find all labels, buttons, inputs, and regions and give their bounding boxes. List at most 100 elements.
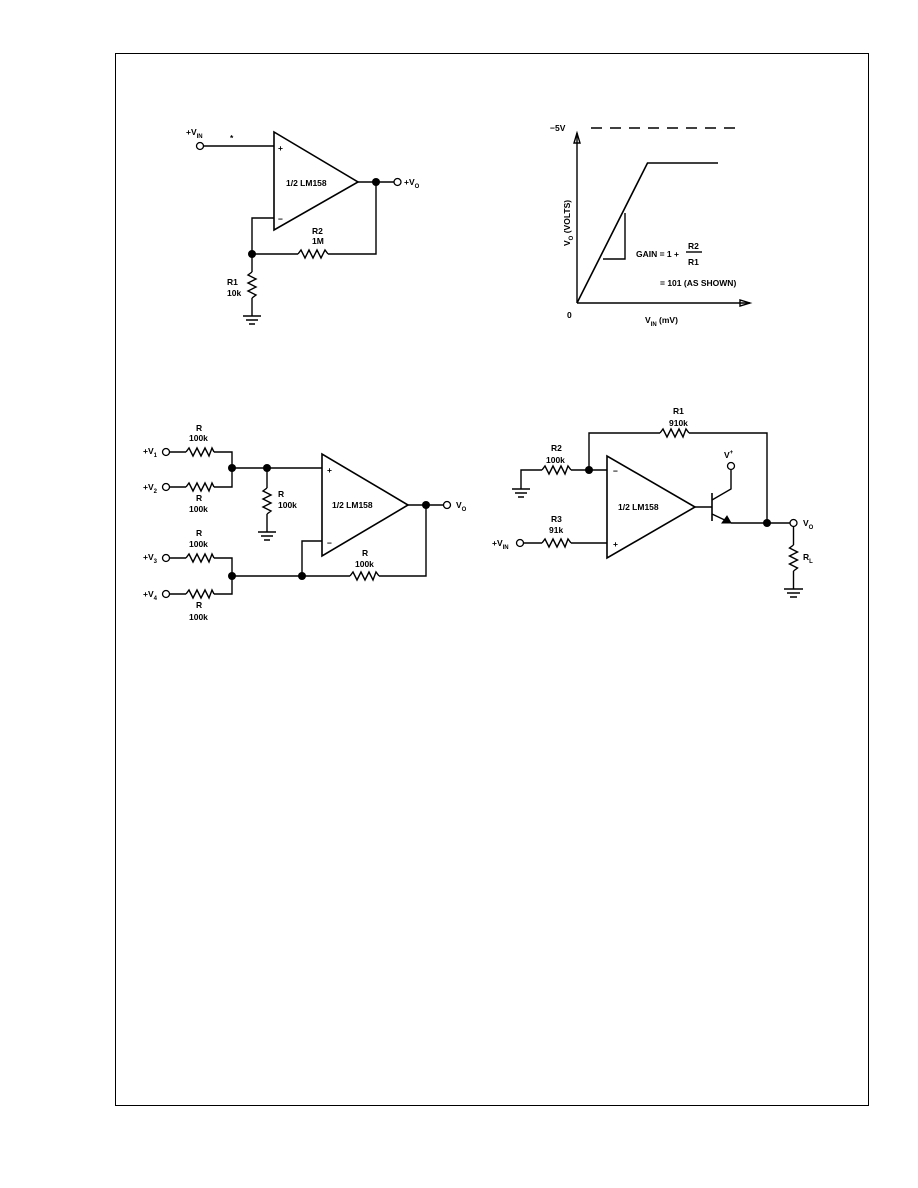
gain-numerator: R2 (688, 241, 699, 251)
chart-series (576, 162, 718, 304)
vplus-sup: + (730, 450, 734, 456)
op-amp-3-minus: − (613, 466, 618, 476)
x-axis-label: V (645, 315, 651, 325)
v2-terminal (161, 482, 171, 492)
rl-sub: L (809, 559, 813, 565)
r2-value-3: 100k (546, 455, 565, 465)
vin-sub-3: IN (503, 545, 509, 551)
r3-name: R3 (551, 514, 562, 524)
inverting-node-3 (585, 466, 593, 474)
r3-value: 91k (549, 525, 563, 535)
svg-text:RL: RL (803, 552, 813, 565)
r-v1-value: 100k (189, 433, 208, 443)
npn-transistor (695, 470, 732, 524)
r2-value: 1M (312, 236, 324, 246)
r-v4-name: R (196, 600, 202, 610)
svg-text:+V3: +V3 (143, 552, 158, 565)
r2-name-3: R2 (551, 443, 562, 453)
r1-name: R1 (227, 277, 238, 287)
r-feedback-name: R (362, 548, 368, 558)
svg-text:VO: VO (803, 518, 814, 531)
svg-text:+V2: +V2 (143, 482, 158, 495)
y-top-label: −5V (550, 123, 566, 133)
y-axis-rest: (VOLTS) (562, 200, 572, 236)
r3-resistor (541, 537, 572, 549)
svg-text:+VIN: +VIN (492, 538, 509, 551)
resistor-r-v1 (185, 446, 215, 458)
y-axis-sub: O (569, 235, 575, 240)
output-node-3 (763, 519, 771, 527)
r-ground-name: R (278, 489, 284, 499)
gain-denominator: R1 (688, 257, 699, 267)
non-inverting-amplifier-circuit: +VIN * + − 1/2 LM158 +VO R2 1M R1 10k (186, 127, 420, 325)
v4-terminal (161, 589, 171, 599)
op-amp-3-plus: + (613, 539, 618, 549)
r-v4-value: 100k (189, 612, 208, 622)
vin-label-3: +V (492, 538, 503, 548)
op-amp-1-minus: − (278, 214, 283, 224)
vo-sub-3: O (809, 525, 814, 531)
v1-terminal (161, 447, 171, 457)
r-ground-value: 100k (278, 500, 297, 510)
star-mark: * (230, 133, 234, 143)
r-v3-value: 100k (189, 539, 208, 549)
op-amp-2-label: 1/2 LM158 (332, 500, 373, 510)
summing-amplifier-circuit: +V1 +V2 +V3 +V4 R 100k R 100k R 100k R 1… (143, 423, 467, 622)
vo-terminal-3 (789, 518, 798, 528)
gain-chart: −5V 0 GAIN = 1 + R2 R1 = 101 (AS SHOWN) … (550, 123, 753, 328)
r1-value-3: 910k (669, 418, 688, 428)
resistor-r-ground (261, 487, 273, 515)
op-amp-1-plus: + (278, 143, 283, 153)
op-amp-2-minus: − (327, 538, 332, 548)
resistor-r-feedback (349, 570, 380, 582)
op-amp-2-plus: + (327, 465, 332, 475)
gain-value: = 101 (AS SHOWN) (660, 278, 736, 288)
v2-label: +V (143, 482, 154, 492)
r1-feedback-resistor (659, 427, 690, 439)
r-v1-name: R (196, 423, 202, 433)
x-axis-rest: (mV) (657, 315, 678, 325)
vo-label-1: +V (404, 177, 415, 187)
x-origin-label: 0 (567, 310, 572, 320)
v1-sub: 1 (154, 453, 158, 459)
page-border (115, 53, 869, 1106)
gain-text: GAIN = 1 + (636, 249, 679, 259)
series-line-0 (576, 162, 718, 304)
slope-triangle (603, 213, 626, 260)
vin-terminal-3 (515, 538, 525, 548)
r-v3-name: R (196, 528, 202, 538)
svg-text:+V4: +V4 (143, 589, 158, 602)
resistor-r-v2 (185, 481, 215, 493)
v4-label: +V (143, 589, 154, 599)
vo-terminal-1 (393, 177, 402, 187)
ground-symbol-2 (258, 531, 276, 541)
svg-text:VO (VOLTS): VO (VOLTS) (562, 200, 575, 246)
vo-label-3: V (803, 518, 809, 528)
v3-label: +V (143, 552, 154, 562)
v3-sub: 3 (154, 559, 158, 565)
r1-name-3: R1 (673, 406, 684, 416)
r-v2-value: 100k (189, 504, 208, 514)
vin-sub: IN (197, 134, 203, 140)
r2-resistor-3 (541, 464, 572, 476)
op-amp-3 (606, 454, 697, 560)
v2-sub: 2 (154, 489, 158, 495)
r2-resistor (297, 248, 329, 260)
x-axis-sub: IN (651, 322, 657, 328)
vin-label: +V (186, 127, 197, 137)
vo-sub-1: O (415, 184, 420, 190)
v1-label: +V (143, 446, 154, 456)
vplus-terminal (726, 461, 736, 471)
op-amp-2 (321, 452, 410, 558)
r-feedback-value: 100k (355, 559, 374, 569)
svg-text:V+: V+ (724, 450, 734, 460)
v3-terminal (161, 553, 171, 563)
op-amp-1 (273, 130, 360, 232)
vplus-label: V (724, 450, 730, 460)
svg-text:VO: VO (456, 500, 467, 513)
vo-sub-2: O (462, 507, 467, 513)
vo-label-2: V (456, 500, 462, 510)
vin-terminal (195, 141, 205, 151)
op-amp-1-label: 1/2 LM158 (286, 178, 327, 188)
